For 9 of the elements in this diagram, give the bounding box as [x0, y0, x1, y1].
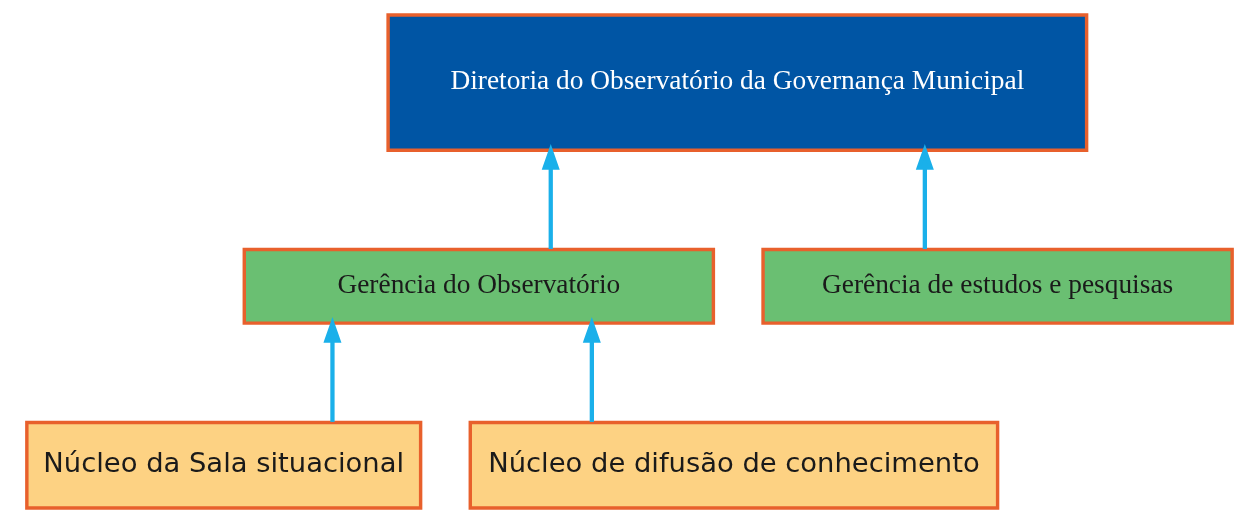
node-box: Núcleo da Sala situacional	[25, 420, 423, 510]
node-box: Diretoria do Observatório da Governança Municipal	[386, 13, 1089, 152]
node-box: Gerência de estudos e pesquisas	[761, 247, 1234, 325]
arrow	[582, 316, 601, 422]
arrow	[541, 143, 560, 250]
arrow	[915, 143, 934, 250]
arrow	[323, 316, 342, 422]
node-box: Gerência do Observatório	[242, 247, 716, 325]
node-box: Núcleo de difusão de conhecimento	[468, 420, 1000, 510]
